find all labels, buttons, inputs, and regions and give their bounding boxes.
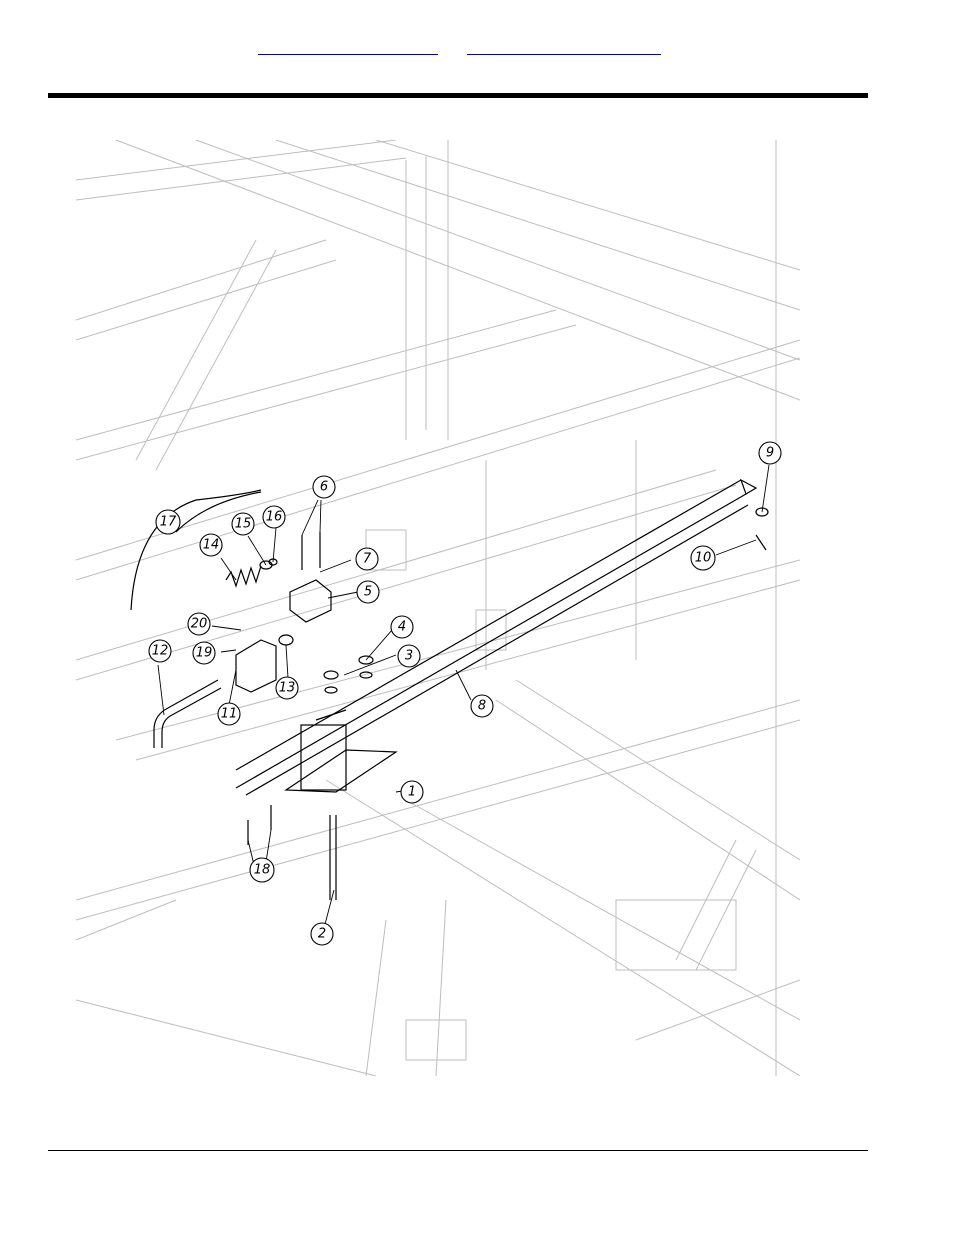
svg-text:7: 7 [363, 552, 372, 567]
leader-lines [158, 465, 769, 928]
svg-text:2: 2 [318, 927, 326, 942]
callout-19: 19 [193, 642, 215, 664]
svg-text:1: 1 [408, 785, 416, 800]
background-frame [76, 140, 800, 1076]
svg-text:11: 11 [221, 707, 238, 722]
footer-rule [48, 1150, 868, 1151]
callout-10: 10 [691, 546, 715, 570]
svg-text:6: 6 [320, 480, 328, 495]
callout-6: 6 [313, 476, 335, 498]
svg-text:3: 3 [405, 649, 413, 664]
callout-16: 16 [263, 506, 285, 528]
callout-15: 15 [232, 513, 254, 535]
callout-20: 20 [188, 613, 210, 635]
callout-11: 11 [218, 703, 240, 725]
callout-18: 18 [250, 858, 274, 882]
svg-text:12: 12 [152, 644, 169, 659]
svg-text:4: 4 [398, 620, 406, 635]
parts-diagram: 1 2 3 4 5 6 7 8 9 10 11 [76, 140, 800, 1076]
svg-text:10: 10 [695, 551, 712, 566]
svg-text:14: 14 [203, 538, 220, 553]
parts-diagram-svg: 1 2 3 4 5 6 7 8 9 10 11 [76, 140, 800, 1076]
svg-text:8: 8 [478, 699, 486, 714]
callout-17: 17 [156, 510, 180, 534]
callout-12: 12 [149, 640, 171, 662]
top-link-1[interactable] [258, 40, 438, 55]
svg-text:17: 17 [160, 515, 177, 530]
callout-5: 5 [357, 581, 379, 603]
callout-14: 14 [200, 534, 222, 556]
svg-text:9: 9 [766, 446, 774, 461]
svg-text:18: 18 [254, 863, 271, 878]
svg-text:20: 20 [191, 617, 208, 632]
parts-linework [131, 480, 768, 900]
svg-text:15: 15 [235, 517, 252, 532]
svg-text:19: 19 [196, 646, 213, 661]
svg-text:13: 13 [279, 681, 296, 696]
callout-4: 4 [391, 616, 413, 638]
callout-9: 9 [759, 442, 781, 464]
callout-1: 1 [401, 781, 423, 803]
header-rule [48, 93, 868, 98]
callout-8: 8 [471, 695, 493, 717]
svg-text:16: 16 [266, 510, 283, 525]
svg-text:5: 5 [364, 585, 372, 600]
top-link-2[interactable] [467, 40, 661, 55]
top-nav-links [0, 40, 954, 60]
callout-3: 3 [398, 645, 420, 667]
callout-7: 7 [356, 548, 378, 570]
callout-13: 13 [276, 677, 298, 699]
callout-2: 2 [311, 923, 333, 945]
